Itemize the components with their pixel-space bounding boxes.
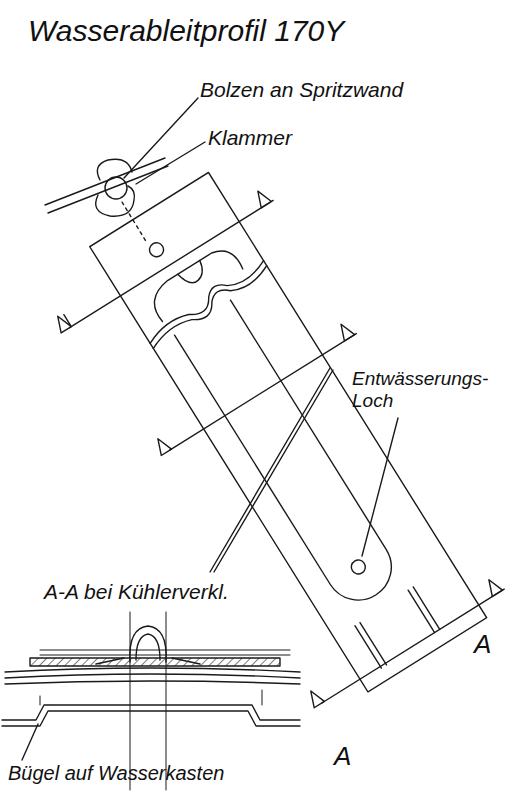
cutout <box>145 243 244 322</box>
profile-dome <box>130 626 166 662</box>
bolt-head <box>105 177 127 199</box>
sealing-layer <box>30 658 280 666</box>
part-label: A-A bei Kühlerverkl. <box>44 580 229 604</box>
part-label: Bolzen an Spritzwand <box>200 78 403 102</box>
part-label: Bügel auf Wasserkasten <box>8 762 224 785</box>
section-marker <box>484 577 503 597</box>
mounting-hole <box>147 240 166 259</box>
section-marker <box>53 313 72 333</box>
sheet-layer <box>5 681 300 684</box>
bracket-on-water-box <box>2 705 300 726</box>
section-line <box>70 200 274 327</box>
clip <box>96 159 135 216</box>
section-marker <box>153 436 172 456</box>
sketch-stroke <box>210 368 333 572</box>
section-letter: A <box>474 630 491 660</box>
bump <box>178 260 209 288</box>
construction-line <box>40 650 290 655</box>
part-label: Entwässerungs- Loch <box>352 368 508 412</box>
firewall-bolt <box>45 158 168 213</box>
section-marker <box>253 188 272 208</box>
leader-line <box>136 142 205 184</box>
sheet-layer <box>5 668 300 678</box>
part-label: Klammer <box>208 126 292 150</box>
construction-line <box>40 690 262 705</box>
drain-hole <box>349 557 368 576</box>
assembly-line <box>122 202 147 243</box>
profile-flange <box>96 658 200 664</box>
leader-line <box>22 724 38 760</box>
sketch-title: Wasserableitprofil 170Y <box>28 14 344 49</box>
section-letter: A <box>334 742 351 772</box>
drain-channel <box>175 300 404 612</box>
section-marker <box>336 321 355 341</box>
section-marker <box>306 688 325 708</box>
section-line <box>170 334 357 451</box>
section-line <box>322 589 504 703</box>
leader-line <box>124 98 198 178</box>
leader-line <box>362 418 398 556</box>
drain-profile-strip <box>90 172 487 691</box>
